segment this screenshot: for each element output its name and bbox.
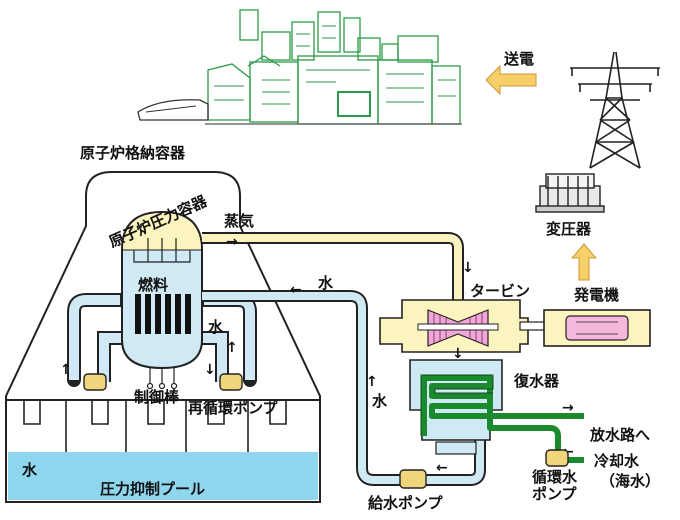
circulation-pump [545, 449, 569, 467]
generator [543, 309, 651, 347]
flow-arrow-right: ↓ [204, 362, 216, 378]
turbine [379, 299, 529, 353]
steam-label: 蒸気 [224, 212, 254, 230]
feed-pump [399, 469, 427, 489]
steam-down-arrow: ↓ [462, 260, 474, 276]
feed-pump-label: 給水ポンプ [368, 494, 444, 512]
recirc-pump-left [83, 373, 107, 391]
suppression-pool-label: 圧力抑制プール [100, 480, 205, 498]
seawater-label: （海水） [600, 472, 660, 490]
control-rod-label: 制御棒 [134, 388, 180, 406]
feedwater-line [202, 290, 486, 486]
transformer [535, 173, 605, 213]
pool-water-label: 水 [22, 461, 38, 479]
recirc-pump-right [219, 373, 243, 391]
feed-arrow: ← [436, 460, 448, 476]
steam-line [202, 232, 464, 302]
cooling-water-lines [540, 413, 584, 463]
circ-pump-label-2: ポンプ [532, 485, 578, 503]
water-inner-label: 水 [208, 318, 224, 336]
outlet-arrow: → [562, 400, 574, 416]
condenser [409, 359, 540, 455]
turbine-label: タービン [470, 282, 530, 300]
steam-arrow: → [226, 234, 238, 250]
suppression-pool [5, 399, 321, 503]
cooling-water-label: 冷却水 [594, 452, 640, 470]
water-top-label: 水 [318, 274, 334, 292]
circ-pump-label-1: 循環水 [532, 468, 578, 486]
condenser-down-arrow: ↓ [452, 346, 464, 362]
city-illustration [137, 9, 462, 125]
water-return-arrow: ← [290, 282, 302, 298]
condenser-label: 復水器 [513, 372, 560, 390]
outlet-label: 放水路へ [589, 426, 650, 444]
flow-arrow-inner: ↑ [226, 340, 238, 356]
generator-up-arrow [570, 243, 598, 281]
transmission-arrow [485, 64, 537, 96]
water-return-label: 水 [372, 392, 388, 410]
flow-arrow-left: ↑ [60, 362, 72, 378]
transmission-tower [570, 51, 660, 169]
generator-label: 発電機 [573, 286, 619, 304]
transformer-label: 変圧器 [546, 220, 592, 238]
reactor-pressure-vessel [121, 210, 203, 390]
containment-vessel-label: 原子炉格納容器 [80, 144, 186, 162]
transmission-label: 送電 [503, 50, 534, 68]
water-up-arrow: ↑ [366, 374, 378, 390]
fuel-label: 燃料 [138, 276, 168, 294]
recirc-pump-label: 再循環ポンプ [188, 399, 279, 417]
